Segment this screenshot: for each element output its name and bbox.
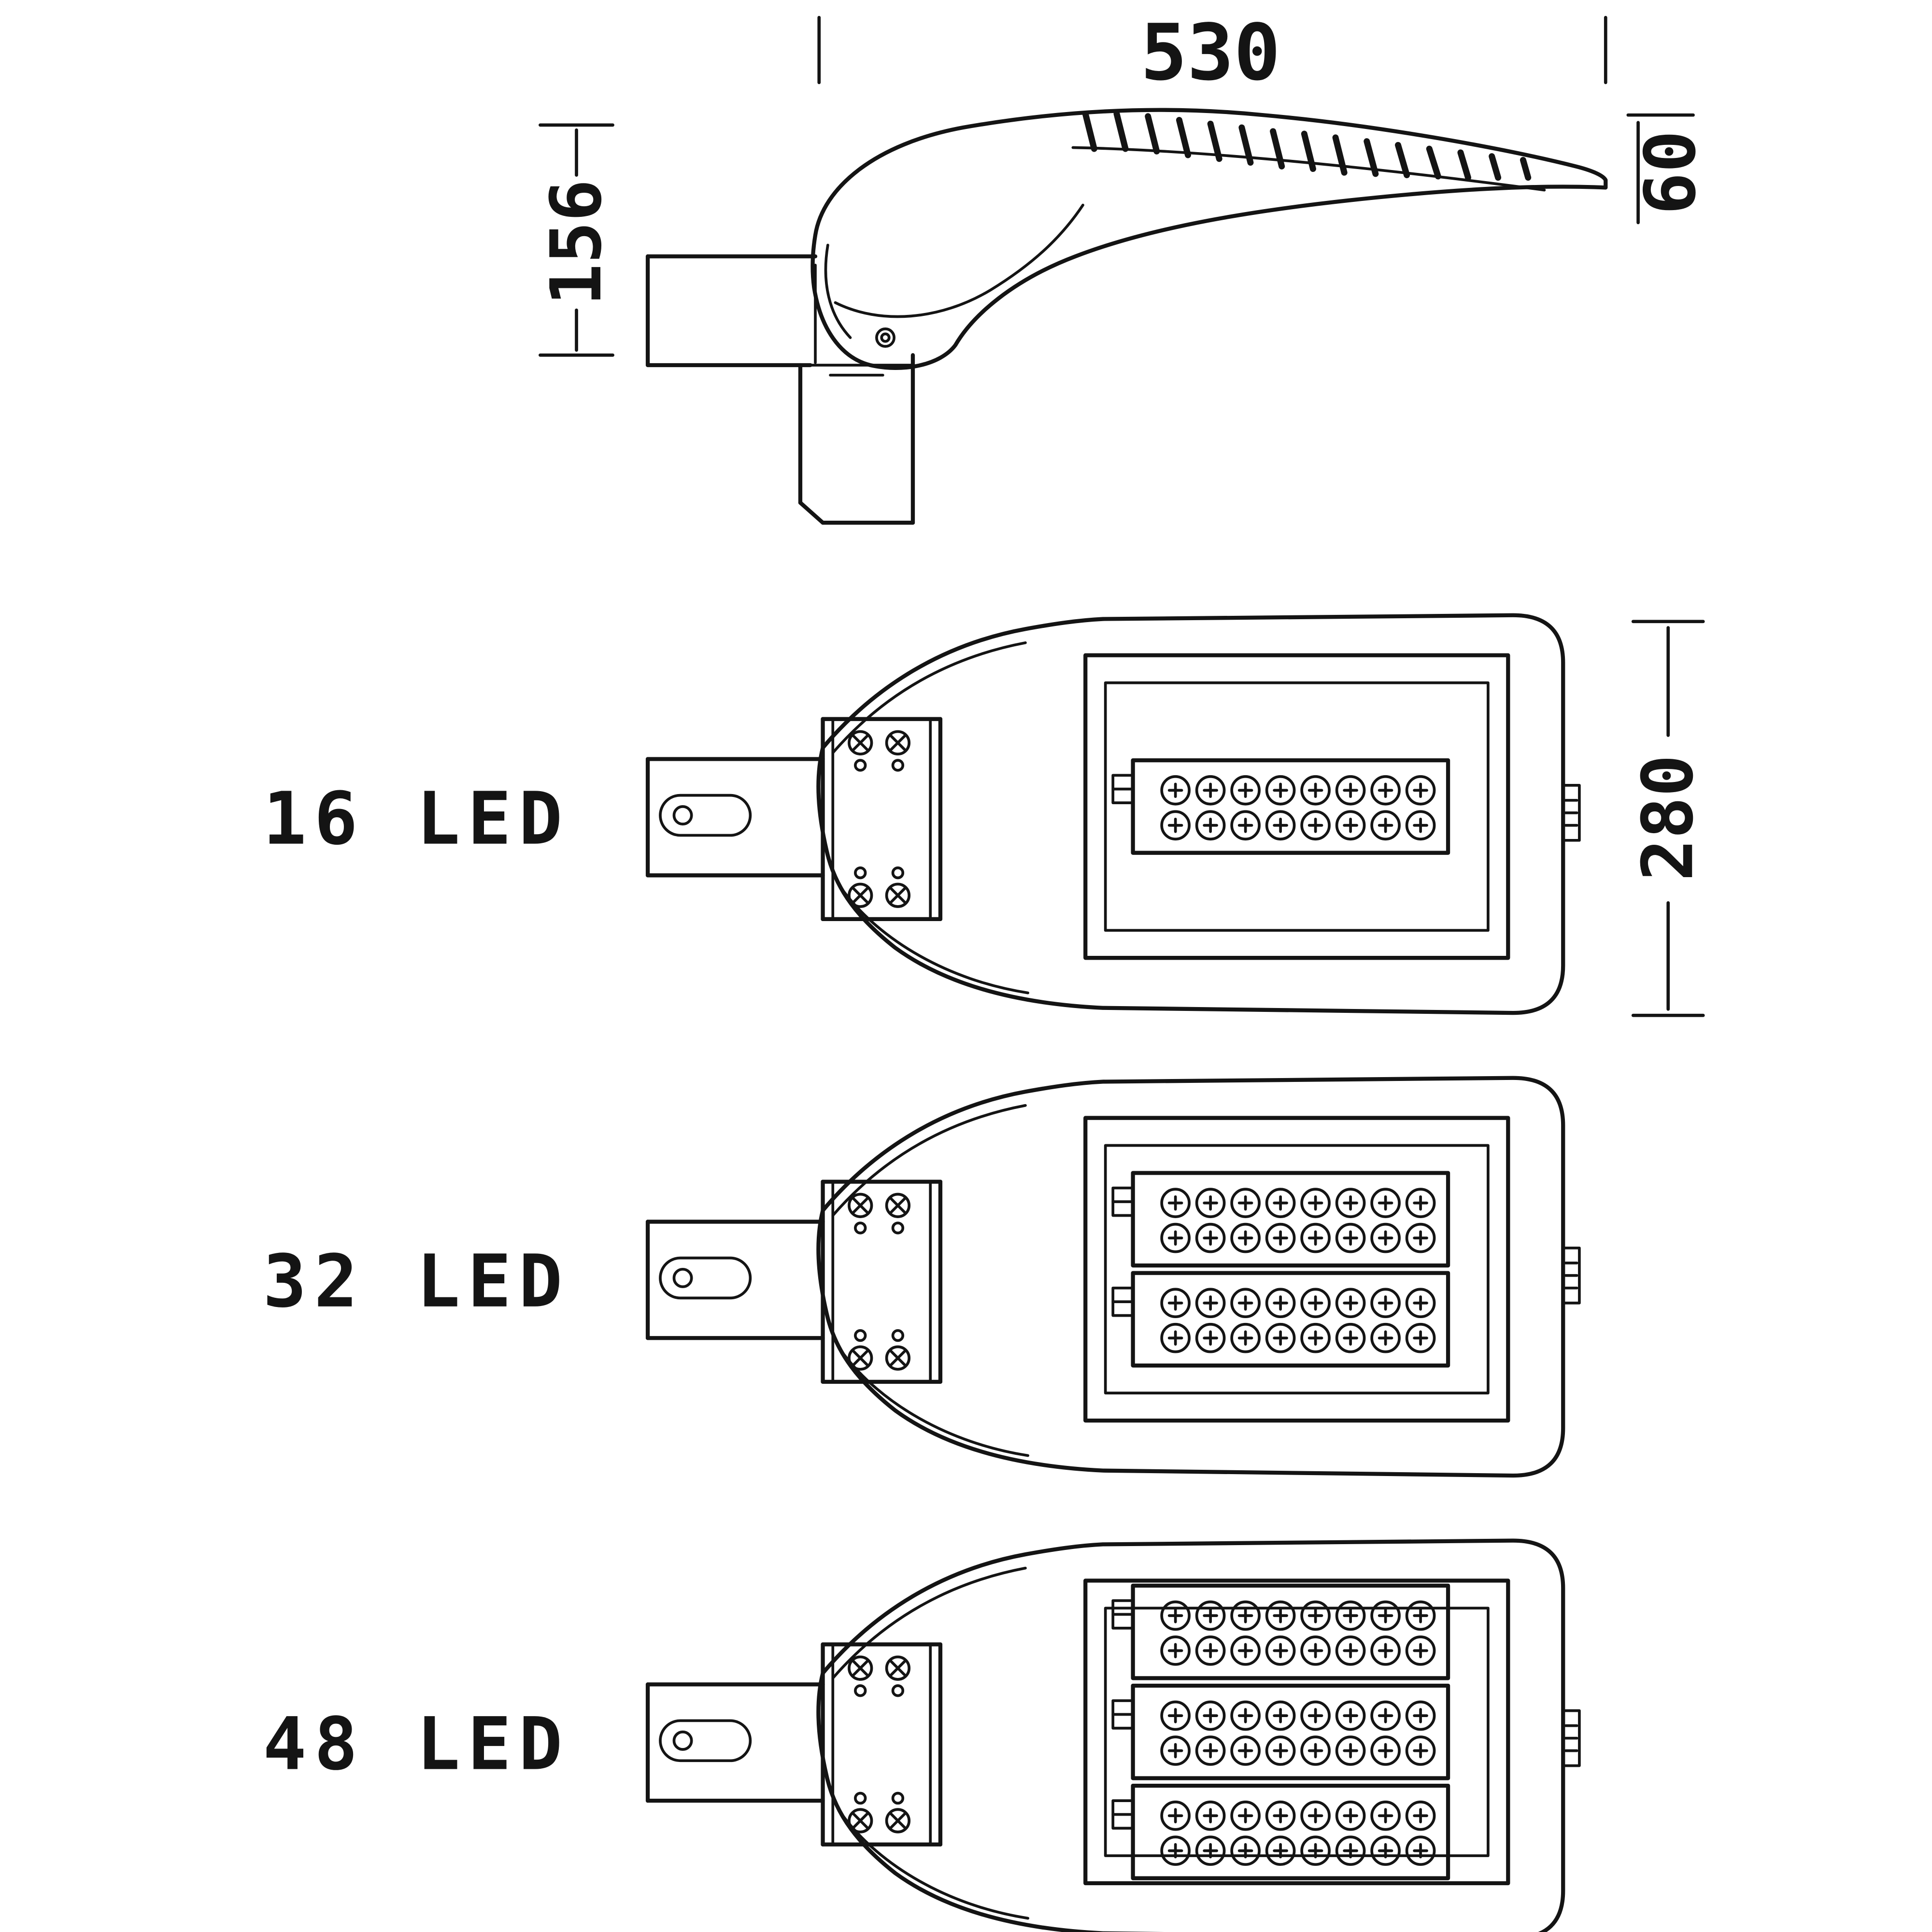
dimension-530: 530: [817, 7, 1607, 98]
led-module: [1113, 1273, 1448, 1366]
variant-view-32-led: 32 LED: [263, 1078, 1579, 1476]
dimension-280: 280: [1627, 620, 1709, 1017]
nose-inner-line: [824, 243, 852, 339]
dimension-530-label: 530: [1140, 7, 1280, 98]
dimension-280-label: 280: [1627, 754, 1709, 881]
led-module: [1113, 1786, 1448, 1878]
variant-label-32-led: 32 LED: [263, 1240, 570, 1324]
housing-profile: [810, 108, 1608, 370]
variant-label-16-led: 16 LED: [263, 777, 570, 861]
fixture-shell: [648, 615, 1579, 1013]
mount-arm-side: [645, 254, 895, 377]
led-module: [1113, 760, 1448, 853]
led-module: [1113, 1586, 1448, 1678]
variant-view-48-led: 48 LED: [263, 1541, 1579, 1932]
fin-base-line: [1071, 146, 1546, 192]
housing-inner-curve: [834, 203, 1084, 318]
pole-section: [798, 353, 915, 525]
variant-label-48-led: 48 LED: [263, 1703, 570, 1787]
led-module: [1113, 1173, 1448, 1265]
dimension-60-label: 60: [1630, 130, 1711, 215]
dimension-156: 156: [536, 123, 617, 357]
dimension-156-label: 156: [536, 179, 617, 306]
variant-view-16-led: 16 LED 280: [263, 615, 1709, 1017]
led-module: [1113, 1686, 1448, 1778]
side-view: 530 60 156: [536, 7, 1711, 525]
cooling-ribs: [1082, 111, 1532, 181]
fixture-shell: [648, 1078, 1579, 1476]
dimension-60: 60: [1626, 113, 1711, 225]
